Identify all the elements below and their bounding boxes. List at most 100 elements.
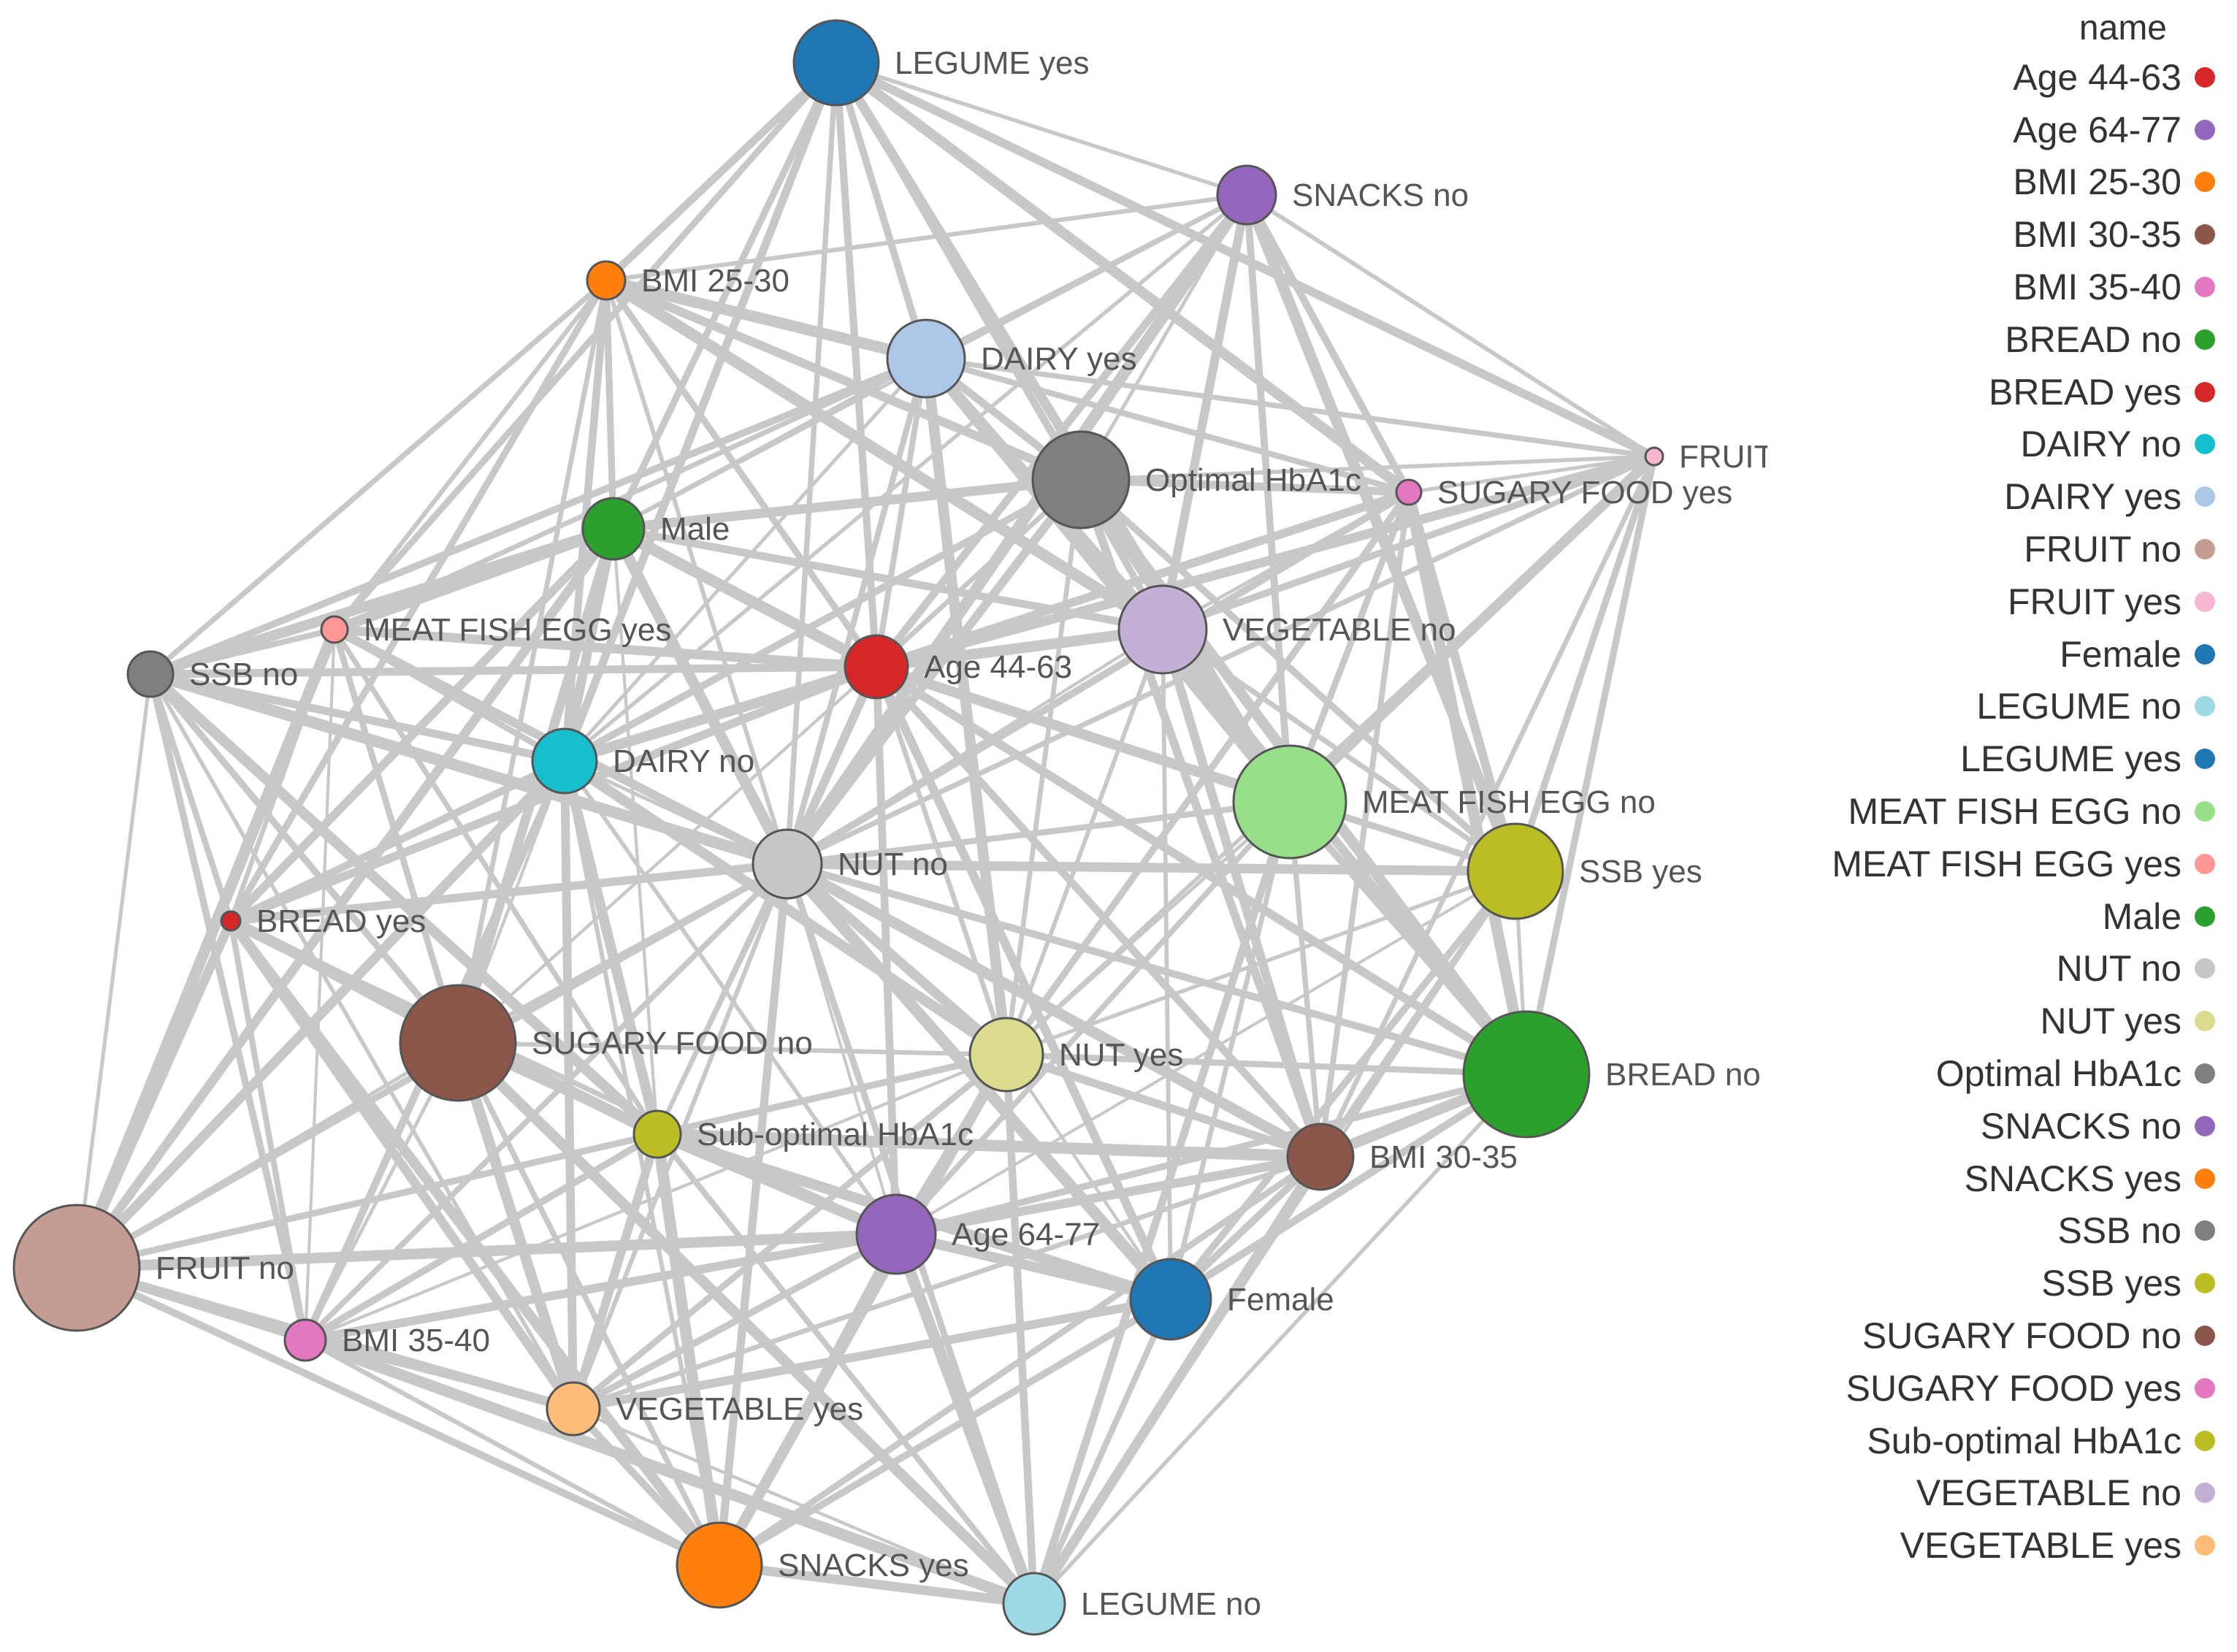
legend-swatch-icon xyxy=(2195,696,2215,717)
legend-item[interactable]: SNACKS yes xyxy=(1660,1152,2215,1205)
legend-item[interactable]: VEGETABLE no xyxy=(1660,1467,2215,1520)
legend-item[interactable]: NUT no xyxy=(1660,943,2215,995)
node-sugary_food_no[interactable] xyxy=(399,984,517,1102)
node-bread_no[interactable] xyxy=(1462,1010,1591,1139)
node-label-age_44_63: Age 44-63 xyxy=(924,649,1072,685)
legend-item[interactable]: Female xyxy=(1660,628,2215,681)
node-ssb_yes[interactable] xyxy=(1467,822,1564,920)
node-label-nut_yes: NUT yes xyxy=(1059,1037,1183,1073)
legend-swatch-icon xyxy=(2195,1535,2215,1556)
legend-item[interactable]: Optimal HbA1c xyxy=(1660,1047,2215,1100)
legend-item[interactable]: BMI 25-30 xyxy=(1660,156,2215,209)
node-bmi_30_35[interactable] xyxy=(1286,1123,1355,1191)
node-meat_fish_egg_yes[interactable] xyxy=(320,615,349,644)
legend-item[interactable]: DAIRY yes xyxy=(1660,470,2215,523)
edge-dairy_no-optimal_hba1c xyxy=(561,476,1085,765)
legend-item[interactable]: Sub-optimal HbA1c xyxy=(1660,1415,2215,1467)
edge-optimal_hba1c-fruit_yes xyxy=(1079,454,1656,482)
legend-item-label: SSB no xyxy=(2057,1210,2181,1252)
node-bread_yes[interactable] xyxy=(220,910,242,932)
edge-legume_yes-meat_fish_egg_yes xyxy=(331,59,840,633)
node-male[interactable] xyxy=(581,497,646,561)
node-female[interactable] xyxy=(1129,1258,1212,1341)
node-label-sugary_food_yes: SUGARY FOOD yes xyxy=(1437,475,1732,510)
legend-item[interactable]: BMI 35-40 xyxy=(1660,261,2215,313)
edge-snacks_no-fruit_yes xyxy=(1244,193,1656,459)
edge-bmi_30_35-optimal_hba1c xyxy=(1077,475,1325,1161)
legend-item[interactable]: SSB no xyxy=(1660,1205,2215,1258)
legend-item[interactable]: NUT yes xyxy=(1660,995,2215,1047)
node-optimal_hba1c[interactable] xyxy=(1031,430,1131,529)
edge-snacks_no-nut_no xyxy=(781,189,1253,870)
legend-item[interactable]: BMI 30-35 xyxy=(1660,208,2215,261)
edge-legume_no-sugary_food_no xyxy=(452,1037,1040,1610)
legend-swatch-icon xyxy=(2195,381,2215,402)
node-age_44_63[interactable] xyxy=(844,634,909,700)
edge-ssb_yes-female xyxy=(1167,868,1519,1303)
node-age_64_77[interactable] xyxy=(855,1193,937,1275)
legend-item[interactable]: BREAD yes xyxy=(1660,366,2215,418)
edge-dairy_yes-nut_no xyxy=(784,355,930,868)
legend-item[interactable]: MEAT FISH EGG no xyxy=(1660,785,2215,838)
legend-item[interactable]: BREAD no xyxy=(1660,313,2215,366)
edge-meat_fish_egg_no-nut_no xyxy=(784,798,1293,868)
node-sub_optimal_hba1c[interactable] xyxy=(632,1109,682,1159)
legend-item[interactable]: LEGUME no xyxy=(1660,681,2215,733)
edge-fruit_no-snacks_yes xyxy=(73,1264,723,1569)
node-ssb_no[interactable] xyxy=(126,650,175,698)
legend-title: name xyxy=(2079,9,2167,47)
legend-swatch-icon xyxy=(2195,486,2215,508)
edge-female-legume_no xyxy=(1030,1296,1174,1607)
edge-legume_yes-bmi_25_30 xyxy=(602,58,841,285)
edge-bmi_25_30-sugary_food_no xyxy=(455,278,609,1046)
edge-ssb_no-dairy_yes xyxy=(147,355,930,678)
legend-item[interactable]: SUGARY FOOD yes xyxy=(1660,1362,2215,1415)
node-label-sugary_food_no: SUGARY FOOD no xyxy=(532,1025,813,1061)
legend-item-label: Male xyxy=(2102,895,2181,937)
node-dairy_yes[interactable] xyxy=(886,318,966,399)
edge-snacks_no-meat_fish_egg_no xyxy=(1243,191,1293,806)
legend-item-label: BREAD no xyxy=(2005,318,2181,360)
node-snacks_no[interactable] xyxy=(1216,164,1277,226)
legend-item[interactable]: FRUIT no xyxy=(1660,523,2215,575)
node-vegetable_yes[interactable] xyxy=(546,1381,601,1437)
edge-fruit_yes-ssb_yes xyxy=(1512,453,1658,875)
node-dairy_no[interactable] xyxy=(531,727,598,795)
legend-item[interactable]: SSB yes xyxy=(1660,1257,2215,1309)
node-legume_no[interactable] xyxy=(1002,1572,1066,1636)
node-fruit_yes[interactable] xyxy=(1644,446,1664,467)
legend-item[interactable]: FRUIT yes xyxy=(1660,575,2215,628)
node-bmi_25_30[interactable] xyxy=(586,260,627,301)
legend-item-label: FRUIT yes xyxy=(2008,581,2181,622)
node-fruit_no[interactable] xyxy=(12,1204,141,1332)
node-bmi_35_40[interactable] xyxy=(283,1318,327,1362)
edge-ssb_no-bmi_35_40 xyxy=(147,670,309,1344)
edge-fruit_yes-dairy_yes xyxy=(923,356,1657,459)
node-sugary_food_yes[interactable] xyxy=(1395,478,1423,506)
edge-snacks_yes-nut_no xyxy=(715,860,792,1569)
edge-male-nut_no xyxy=(608,523,793,870)
legend-item-label: Optimal HbA1c xyxy=(1935,1053,2181,1095)
edge-bmi_30_35-age_64_77 xyxy=(891,1152,1326,1239)
legend-item[interactable]: LEGUME yes xyxy=(1660,733,2215,785)
node-legume_yes[interactable] xyxy=(792,19,880,107)
legend-item[interactable]: Male xyxy=(1660,890,2215,943)
edge-bmi_25_30-meat_fish_egg_yes xyxy=(332,278,609,632)
legend-item[interactable]: MEAT FISH EGG yes xyxy=(1660,838,2215,890)
node-meat_fish_egg_no[interactable] xyxy=(1232,744,1347,860)
node-vegetable_no[interactable] xyxy=(1117,584,1208,675)
legend-item[interactable]: DAIRY no xyxy=(1660,418,2215,471)
legend-swatch-icon xyxy=(2195,1483,2215,1504)
node-nut_yes[interactable] xyxy=(968,1017,1044,1093)
edge-snacks_yes-bread_yes xyxy=(226,916,724,1570)
edge-layer xyxy=(71,57,1660,1610)
legend-swatch-icon xyxy=(2195,1220,2215,1242)
legend-item[interactable]: SNACKS no xyxy=(1660,1100,2215,1152)
legend-item[interactable]: Age 64-77 xyxy=(1660,104,2215,156)
legend-item[interactable]: Age 44-63 xyxy=(1660,51,2215,104)
node-nut_no[interactable] xyxy=(752,828,823,900)
legend-item[interactable]: VEGETABLE yes xyxy=(1660,1519,2215,1572)
legend-item-label: NUT yes xyxy=(2040,1001,2181,1042)
legend-item[interactable]: SUGARY FOOD no xyxy=(1660,1309,2215,1362)
node-snacks_yes[interactable] xyxy=(676,1521,763,1609)
